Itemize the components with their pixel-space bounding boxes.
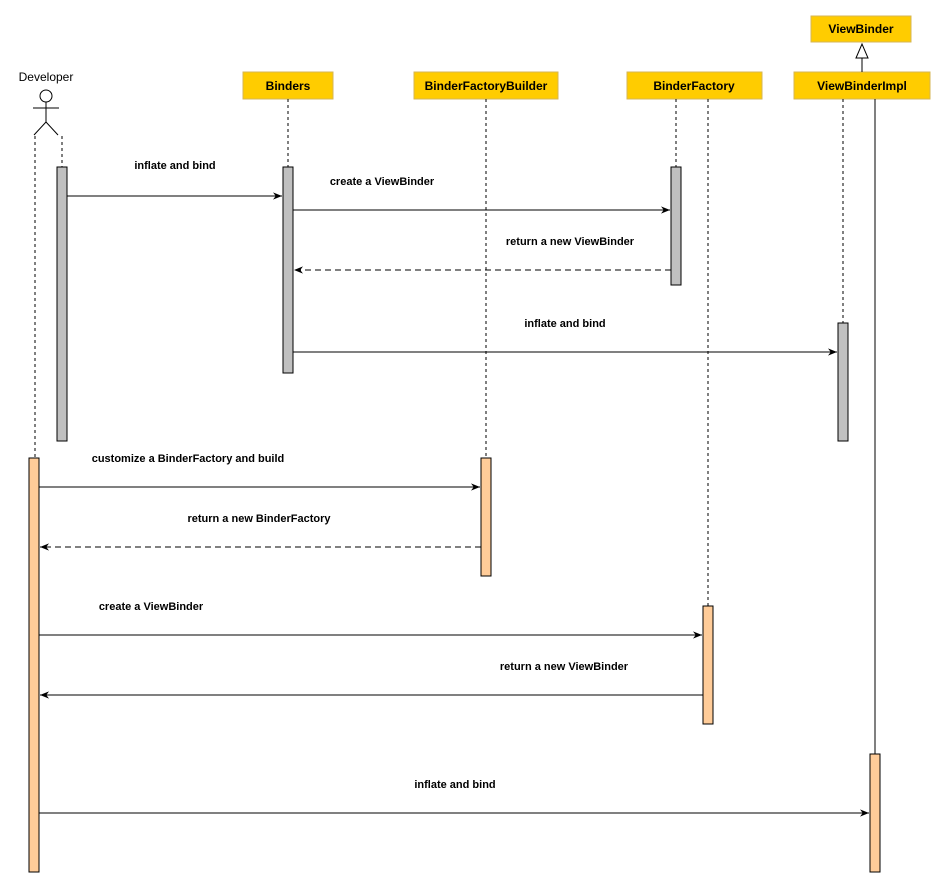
developer-label: Developer (19, 70, 74, 84)
message-label: inflate and bind (134, 160, 215, 172)
activation-binder-factory-1 (670, 166, 682, 286)
participant-view-binder-label: ViewBinder (828, 22, 893, 36)
message-label: inflate and bind (414, 779, 495, 791)
message-8: return a new ViewBinder (40, 661, 703, 699)
message-label: customize a BinderFactory and build (92, 453, 285, 465)
participant-binder-factory: BinderFactory (626, 71, 763, 100)
activation-binders (282, 166, 294, 374)
participant-binder-factory-label: BinderFactory (653, 79, 735, 93)
participant-binders: Binders (242, 71, 334, 100)
stick-figure-icon (33, 89, 59, 136)
message-label: return a new ViewBinder (506, 236, 635, 248)
developer-actor: Developer (19, 70, 74, 136)
message-label: return a new BinderFactory (187, 513, 331, 525)
activation-binder-factory-2 (702, 605, 714, 725)
activation-binder-factory-builder (480, 457, 492, 577)
message-4: inflate and bind (293, 318, 837, 356)
message-1: inflate and bind (67, 160, 282, 200)
hollow-triangle-arrow-icon (855, 42, 869, 72)
participant-binders-label: Binders (266, 79, 311, 93)
activation-developer-2 (28, 457, 40, 873)
message-label: create a ViewBinder (99, 601, 204, 613)
participant-binder-factory-builder: BinderFactoryBuilder (413, 71, 559, 100)
message-9: inflate and bind (39, 779, 869, 817)
message-label: return a new ViewBinder (500, 661, 629, 673)
participant-view-binder: ViewBinder (810, 15, 912, 43)
message-6: return a new BinderFactory (40, 513, 481, 551)
message-3: return a new ViewBinder (294, 236, 671, 274)
activation-view-binder (869, 753, 881, 873)
participant-binder-factory-builder-label: BinderFactoryBuilder (425, 79, 548, 93)
message-7: create a ViewBinder (39, 601, 702, 639)
activation-developer-1 (56, 166, 68, 442)
message-5: customize a BinderFactory and build (39, 453, 480, 491)
participant-view-binder-impl: ViewBinderImpl (793, 71, 931, 100)
message-2: create a ViewBinder (293, 176, 670, 214)
message-label: inflate and bind (524, 318, 605, 330)
message-label: create a ViewBinder (330, 176, 435, 188)
participant-view-binder-impl-label: ViewBinderImpl (817, 79, 907, 93)
activation-view-binder-impl (837, 322, 849, 442)
